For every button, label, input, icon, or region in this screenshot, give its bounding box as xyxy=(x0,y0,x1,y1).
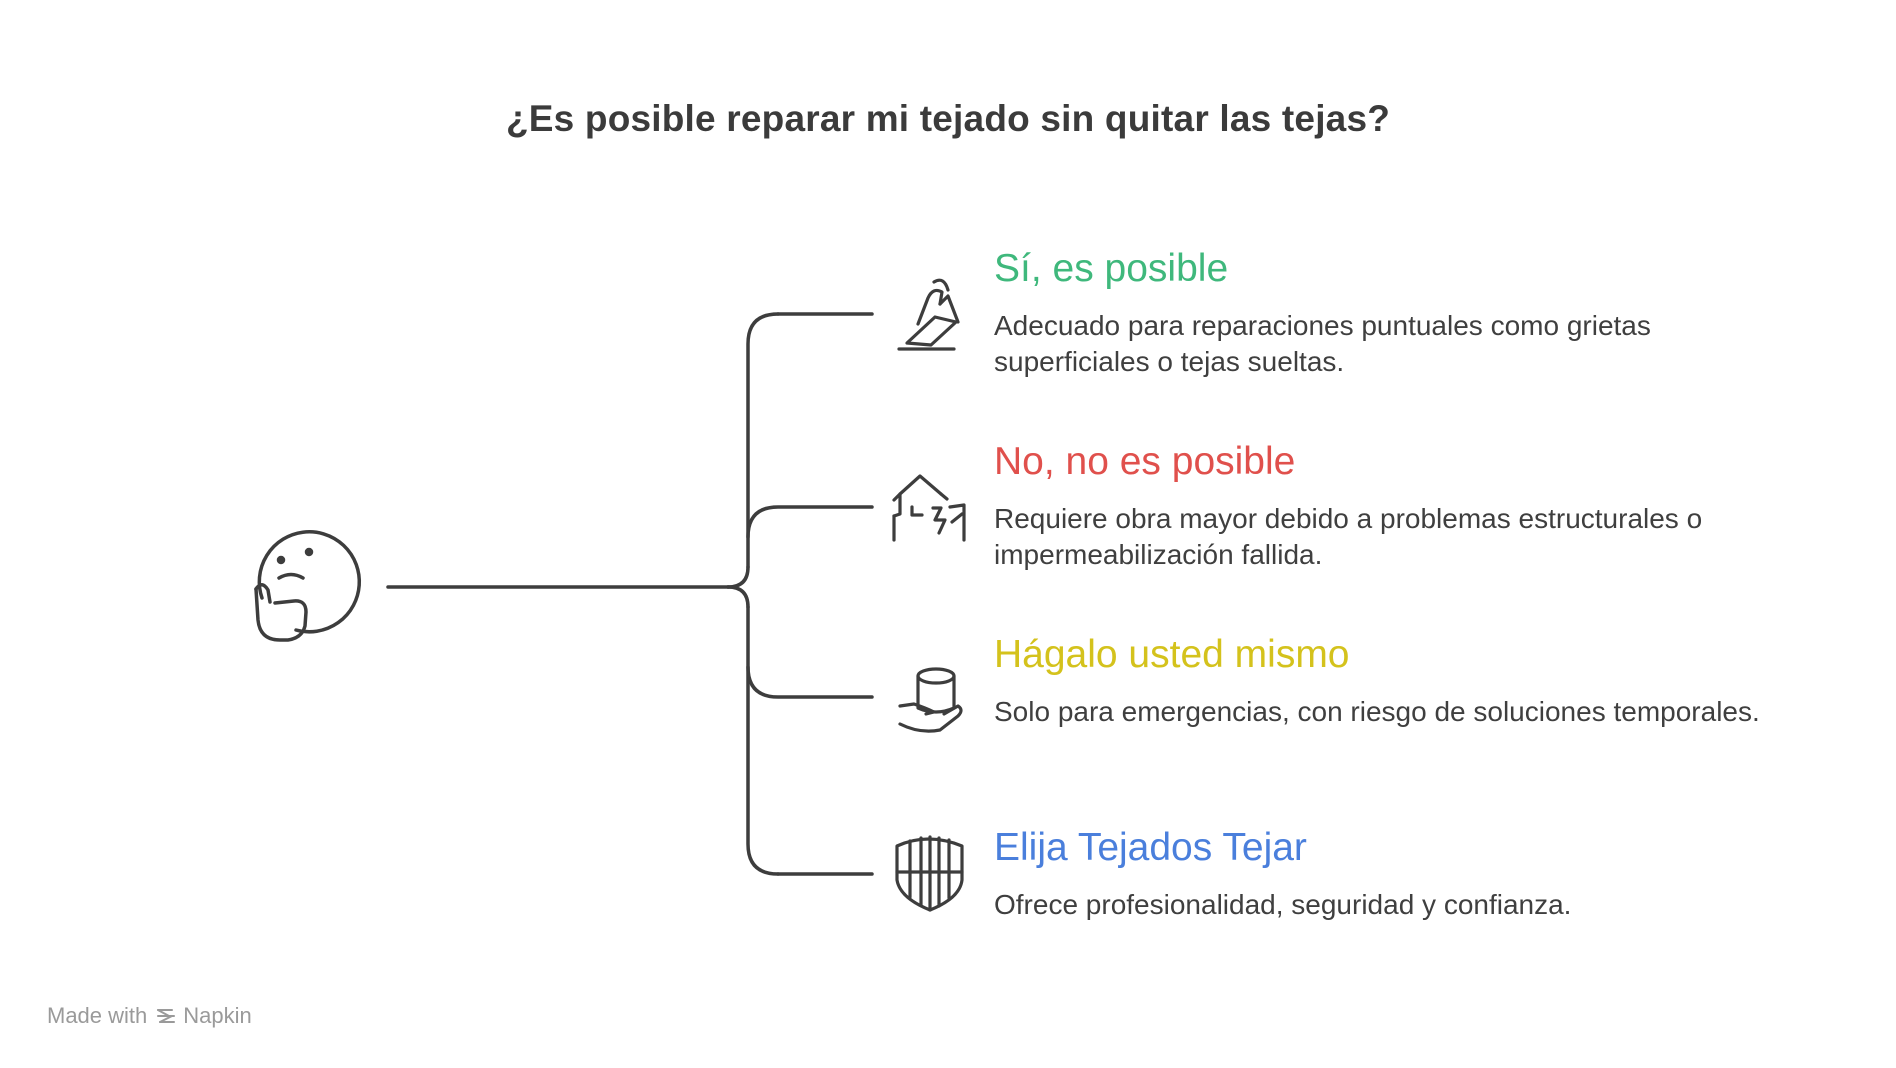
napkin-logo-icon xyxy=(157,1009,176,1023)
option-title-tejados-tejar: Elija Tejados Tejar xyxy=(994,826,1307,869)
hand-holding-cylinder-icon xyxy=(898,667,963,733)
option-title-yes: Sí, es posible xyxy=(994,247,1229,290)
broken-house-icon xyxy=(892,474,966,542)
vertical-spine-lower xyxy=(746,605,780,876)
repair-hand-icon xyxy=(897,278,960,351)
footer-brand-name: Napkin xyxy=(183,1003,252,1028)
fork-upper xyxy=(726,565,750,589)
footer-made-with: Made with xyxy=(47,1003,148,1028)
option-title-diy: Hágalo usted mismo xyxy=(994,633,1350,676)
option-no: No, no es posible Requiere obra mayor de… xyxy=(994,439,1814,573)
footer-watermark: Made with Napkin xyxy=(47,1003,252,1029)
shield-icon xyxy=(895,835,964,912)
thinking-face-icon xyxy=(254,530,362,642)
option-description-yes: Adecuado para reparaciones puntuales com… xyxy=(994,310,1651,377)
footer-brand: Napkin xyxy=(155,1003,252,1029)
option-description-tejados-tejar: Ofrece profesionalidad, seguridad y conf… xyxy=(994,889,1572,920)
option-title-no: No, no es posible xyxy=(994,440,1296,483)
option-description-no: Requiere obra mayor debido a problemas e… xyxy=(994,503,1703,570)
page-title: ¿Es posible reparar mi tejado sin quitar… xyxy=(505,98,1391,139)
vertical-spine xyxy=(746,312,780,569)
option-description-diy: Solo para emergencias, con riesgo de sol… xyxy=(994,696,1760,727)
branch-3 xyxy=(746,665,874,699)
option-yes: Sí, es posible Adecuado para reparacione… xyxy=(994,246,1814,380)
option-tejados-tejar: Elija Tejados Tejar Ofrece profesionalid… xyxy=(994,825,1814,923)
fork-lower xyxy=(726,585,750,609)
option-diy: Hágalo usted mismo Solo para emergencias… xyxy=(994,632,1814,730)
branch-2 xyxy=(746,505,874,539)
